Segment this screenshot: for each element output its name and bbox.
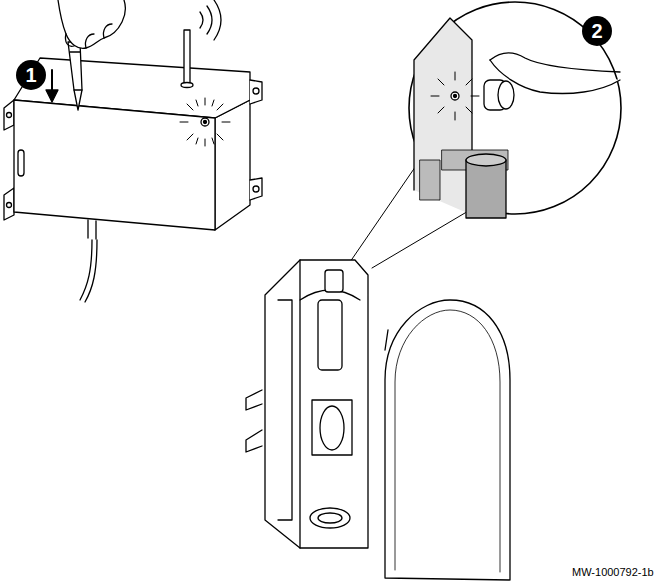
sensor-base: [246, 260, 368, 548]
callout-number: 2: [582, 16, 612, 46]
reference-code: MW-1000792-1b: [572, 566, 654, 578]
callout-number: 1: [16, 60, 46, 90]
magnified-detail: [409, 2, 621, 218]
sensor-cover: [385, 300, 510, 580]
callout-circle: [16, 60, 46, 90]
hand-pen: [58, 0, 125, 110]
callout-circle: [582, 16, 612, 46]
receiver-box: [4, 0, 262, 302]
